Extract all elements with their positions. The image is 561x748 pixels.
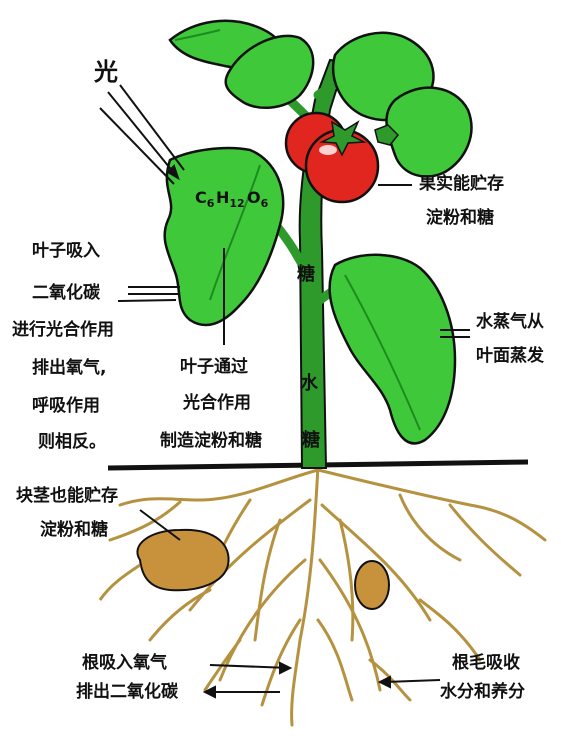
fruit-line-1: 果实能贮存: [419, 174, 504, 194]
photosynthesis-line-3: 制造淀粉和糖: [160, 431, 262, 451]
tuber-right: [355, 561, 389, 609]
leaf-right: [330, 255, 455, 444]
root-oxygen-line-2: 排出二氧化碳: [76, 682, 178, 702]
root-oxygen-line-1: 根吸入氧气: [82, 653, 167, 673]
fruit-line-2: 淀粉和糖: [426, 208, 494, 228]
tuber-line-1: 块茎也能贮存: [16, 486, 118, 506]
transpiration-line-2: 叶面蒸发: [476, 346, 544, 366]
stem-sugar-bottom: 糖: [302, 431, 320, 451]
sunlight-label: 光: [94, 62, 118, 82]
leaf-absorb-line-1: 叶子吸入: [32, 241, 100, 261]
formula-h: H12: [216, 188, 245, 214]
root-hair-line-1: 根毛吸收: [452, 653, 520, 673]
formula-o: O6: [247, 188, 268, 214]
transpiration-line-1: 水蒸气从: [476, 312, 544, 332]
photosynthesis-line-1: 叶子通过: [180, 357, 248, 377]
stem-sugar-top: 糖: [297, 265, 315, 285]
leaf-far-right: [386, 88, 471, 177]
leaf-absorb-line-6: 则相反。: [38, 432, 106, 452]
leaf-absorb-line-3: 进行光合作用: [12, 320, 114, 340]
photosynthesis-line-2: 光合作用: [183, 393, 251, 413]
root-hair-line-2: 水分和养分: [440, 682, 525, 702]
leaf-absorb-line-4: 排出氧气,: [32, 358, 106, 378]
stem-water: 水: [300, 374, 318, 394]
leaf-absorb-line-5: 呼吸作用: [32, 396, 100, 416]
tuber-line-2: 淀粉和糖: [40, 520, 108, 540]
leaf-absorb-line-2: 二氧化碳: [32, 283, 100, 303]
formula-c: C6: [195, 188, 214, 214]
